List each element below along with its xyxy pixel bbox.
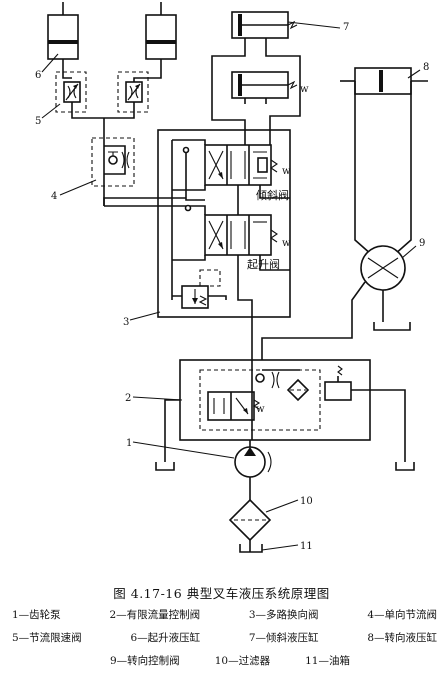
lift-valve <box>204 214 278 256</box>
callout-leaders <box>41 21 421 551</box>
legend-item: 2—有限流量控制阀 <box>109 609 201 621</box>
port-letter: w <box>282 166 291 177</box>
legend-row: 1—齿轮泵 2—有限流量控制阀 3—多路换向阀 4—单向节流阀 <box>12 607 437 622</box>
port-letter: w <box>282 238 291 249</box>
callout-8: 8 <box>423 62 429 73</box>
tilt-valve <box>204 144 278 186</box>
callout-11: 11 <box>300 541 313 552</box>
multi-way-valve-frame <box>157 129 291 318</box>
figure-caption: 图 4.17-16 典型叉车液压系统原理图 <box>113 586 330 601</box>
legend-item: 4—单向节流阀 <box>367 609 437 621</box>
legend-item: 5—节流限速阀 <box>12 632 82 644</box>
steering-control-valve <box>360 245 411 331</box>
port-letter: w <box>300 84 309 95</box>
legend-item: 6—起升液压缸 <box>130 632 201 644</box>
callout-4: 4 <box>51 191 57 202</box>
lift-valve-label: 起升阀 <box>247 257 280 271</box>
callout-1: 1 <box>126 438 132 449</box>
lift-cylinder-right <box>145 2 177 60</box>
legend-item: 8—转向液压缸 <box>367 632 437 644</box>
legend-item: 10—过滤器 <box>214 655 271 667</box>
steering-cylinder <box>340 67 428 95</box>
legend-item: 11—油箱 <box>305 655 350 667</box>
oil-tank <box>239 544 263 553</box>
tilt-valve-label: 倾斜阀 <box>256 188 289 202</box>
flow-control-valve <box>199 365 352 431</box>
legend-item: 7—倾斜液压缸 <box>248 632 319 644</box>
port-letter: w <box>256 404 265 415</box>
tilt-cylinder-upper <box>231 11 298 39</box>
throttle-valve-left <box>55 71 87 113</box>
lift-cylinder-left <box>47 2 79 60</box>
callout-2: 2 <box>125 393 131 404</box>
callout-10: 10 <box>300 496 313 507</box>
legend-row: 9—转向控制阀 10—过滤器 11—油箱 <box>110 653 350 668</box>
filter <box>228 498 272 542</box>
legend-item: 3—多路换向阀 <box>248 609 319 621</box>
legend-item: 1—齿轮泵 <box>12 609 61 621</box>
relief-valve <box>172 269 227 309</box>
callout-9: 9 <box>419 238 425 249</box>
one-way-throttle-valve <box>91 137 135 187</box>
callout-6: 6 <box>35 70 41 81</box>
callout-5: 5 <box>35 116 41 127</box>
hydraulic-schematic: 6 5 4 3 2 1 10 11 7 8 9 倾斜阀 起升阀 w w w w <box>35 2 429 553</box>
legend-row: 5—节流限速阀 6—起升液压缸 7—倾斜液压缸 8—转向液压缸 <box>12 630 437 645</box>
throttle-valve-right <box>117 71 149 113</box>
callout-3: 3 <box>123 317 129 328</box>
gear-pump <box>234 446 272 478</box>
callout-7: 7 <box>343 22 349 33</box>
legend-item: 9—转向控制阀 <box>110 655 180 667</box>
tilt-cylinder-lower <box>231 71 298 99</box>
